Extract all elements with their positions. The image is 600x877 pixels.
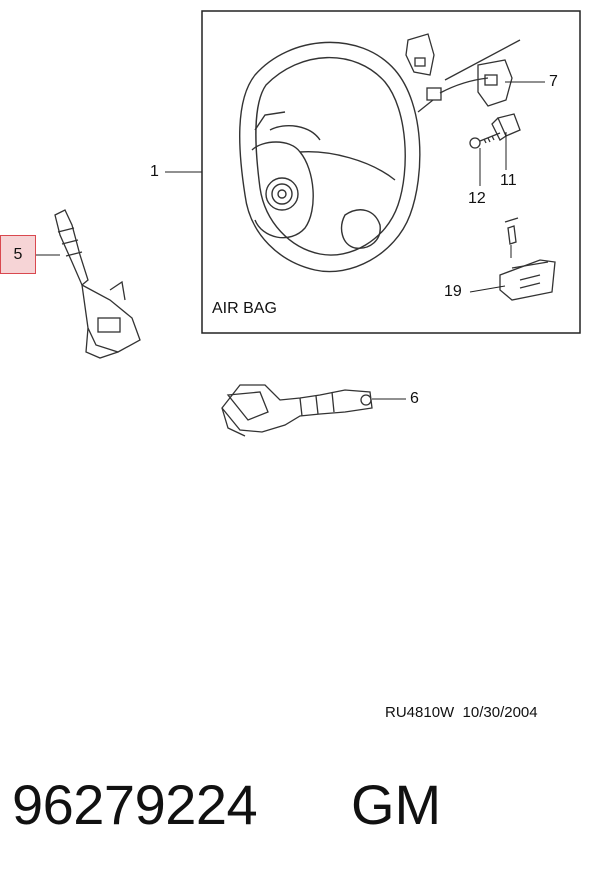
drawing-reference: RU4810W 10/30/2004 bbox=[385, 704, 538, 721]
callout-5-highlight[interactable]: 5 bbox=[0, 235, 36, 274]
callout-6: 6 bbox=[410, 390, 419, 407]
callout-7: 7 bbox=[549, 73, 558, 90]
callout-19: 19 bbox=[444, 283, 462, 300]
part-19-drawing bbox=[499, 217, 556, 301]
steering-wheel-drawing bbox=[239, 41, 421, 273]
part-7-drawing bbox=[405, 33, 521, 113]
drawing-date: 10/30/2004 bbox=[462, 704, 538, 721]
brand-name: GM bbox=[351, 773, 442, 836]
callout-11: 11 bbox=[500, 172, 517, 189]
callout-5: 5 bbox=[13, 245, 23, 263]
part-5-drawing bbox=[54, 209, 141, 359]
callout-12: 12 bbox=[468, 190, 486, 207]
leader-lines bbox=[36, 81, 545, 400]
air-bag-label: AIR BAG bbox=[212, 300, 277, 317]
drawing-code: RU4810W bbox=[385, 704, 455, 721]
parts-11-12-drawing bbox=[469, 113, 521, 149]
part-number: 96279224 bbox=[12, 773, 258, 836]
callout-1: 1 bbox=[150, 163, 159, 180]
part-6-drawing bbox=[221, 384, 373, 437]
